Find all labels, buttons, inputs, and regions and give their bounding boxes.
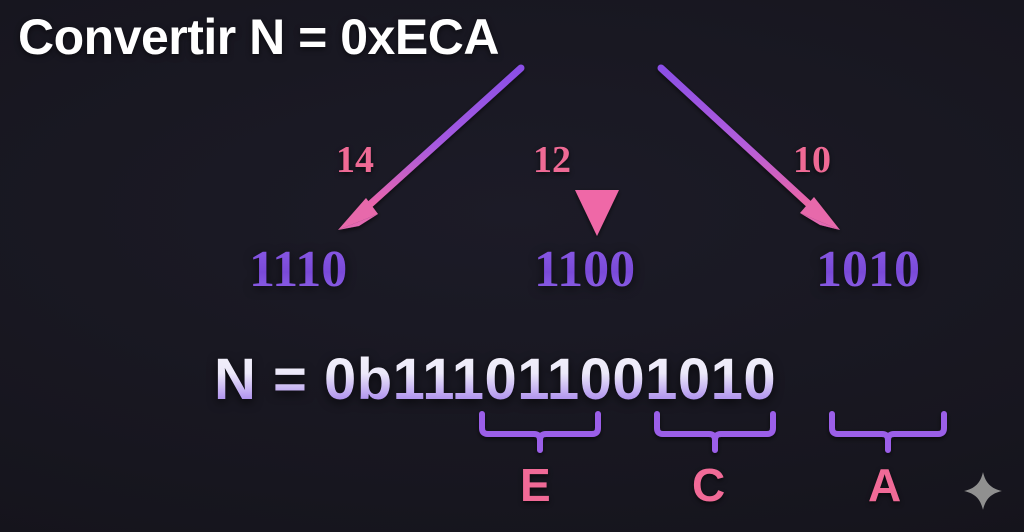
sparkle-icon [964, 472, 1002, 510]
nibble-binary-2: 1100 [534, 241, 636, 298]
arrow-to-nibble-2 [575, 64, 619, 236]
page-title: Convertir N = 0xECA [18, 9, 499, 65]
arrow-label-decimal-1: 14 [336, 139, 374, 181]
hex-digit-label-3: A [868, 459, 902, 511]
underbrace-A [829, 411, 947, 453]
arrow-label-decimal-3: 10 [793, 139, 831, 181]
underbrace-E [479, 411, 601, 453]
arrow-to-nibble-1 [338, 64, 525, 230]
arrow-label-decimal-2: 12 [533, 139, 571, 181]
arrow-to-nibble-3 [657, 64, 840, 230]
hex-digit-label-2: C [692, 459, 726, 511]
result-expression: N = 0b111011001010 [214, 347, 777, 412]
nibble-binary-3: 1010 [816, 241, 920, 298]
nibble-binary-1: 1110 [249, 241, 348, 298]
hex-digit-label-1: E [520, 459, 551, 511]
underbrace-C [654, 411, 776, 453]
